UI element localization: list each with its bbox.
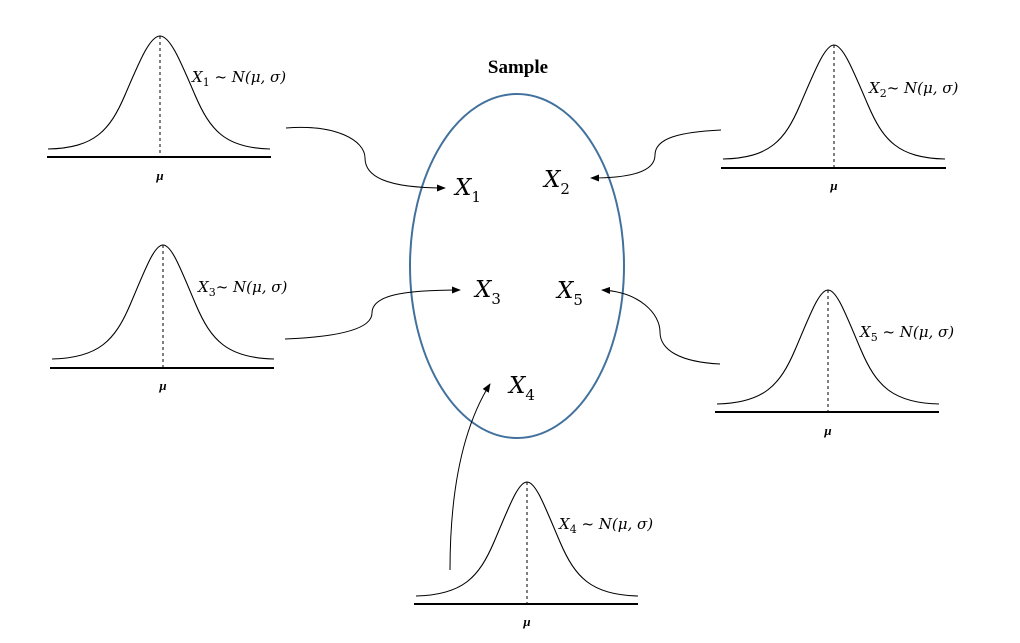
distribution-x2: μ X2~ N(μ, σ) xyxy=(721,44,959,193)
sample-var-x2: X2 xyxy=(542,167,570,198)
distribution-x5: μ X5 ~ N(μ, σ) xyxy=(715,289,954,438)
distribution-x1: μ X1 ~ N(μ, σ) xyxy=(47,35,286,183)
sample-var-x4: X4 xyxy=(507,373,535,404)
mean-label: μ xyxy=(158,378,166,393)
distribution-label: X4 ~ N(μ, σ) xyxy=(558,515,653,536)
arrow-d3-to-x3 xyxy=(284,286,461,340)
arrow-d5-to-x5 xyxy=(601,286,721,365)
sample-var-x5: X5 xyxy=(555,278,583,309)
distribution-label: X1 ~ N(μ, σ) xyxy=(191,68,286,89)
sample-var-x1: X1 xyxy=(453,175,481,206)
mean-label: μ xyxy=(829,178,837,193)
distribution-label: X5 ~ N(μ, σ) xyxy=(859,323,954,344)
sample-ellipse xyxy=(409,93,625,439)
distribution-x4: μ X4 ~ N(μ, σ) xyxy=(414,481,653,629)
distribution-x3: μ X3~ N(μ, σ) xyxy=(50,244,288,393)
distribution-label: X2~ N(μ, σ) xyxy=(868,79,959,100)
distribution-label: X3~ N(μ, σ) xyxy=(197,278,288,299)
arrow-d1-to-x1 xyxy=(285,126,446,192)
sample-var-x3: X3 xyxy=(473,277,501,308)
arrow-d2-to-x2 xyxy=(590,129,722,182)
mean-label: μ xyxy=(155,168,163,183)
arrow-d4-to-x4 xyxy=(449,383,491,571)
bell-curve xyxy=(47,35,271,150)
mean-label: μ xyxy=(522,614,530,629)
diagram-title: Sample xyxy=(488,57,548,78)
mean-label: μ xyxy=(823,423,831,438)
